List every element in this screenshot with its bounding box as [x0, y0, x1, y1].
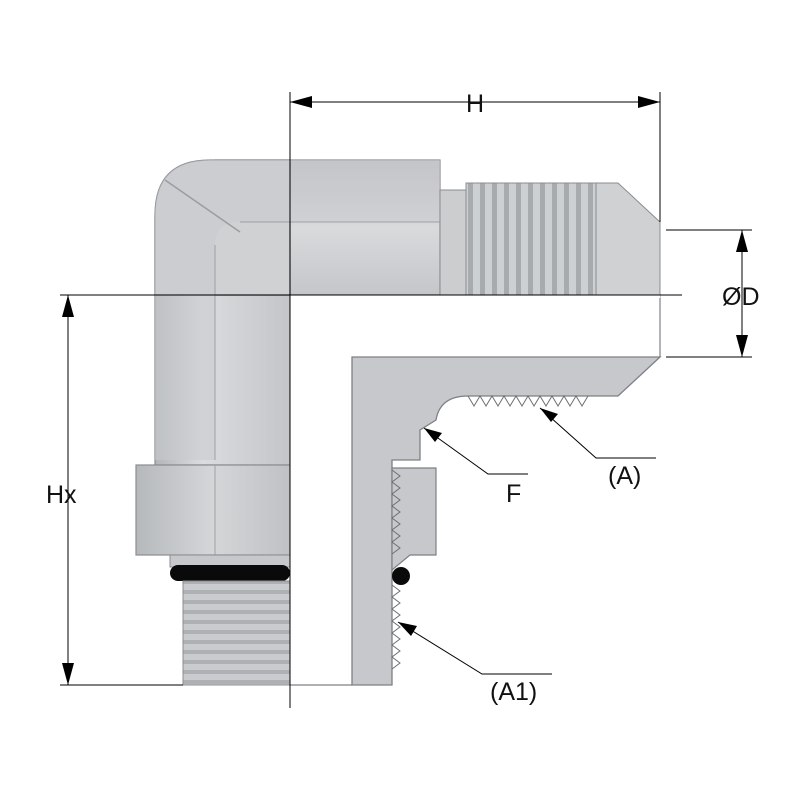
leader-f — [423, 427, 528, 475]
h-arrow-right — [638, 96, 660, 108]
arrowheads — [62, 96, 748, 685]
section-teeth-horizontal — [467, 395, 589, 407]
label-diameter: ØD — [722, 283, 760, 311]
d-arrow-bottom — [736, 335, 748, 357]
o-ring — [170, 565, 290, 581]
a-arrow — [540, 408, 558, 422]
d-arrow-top — [736, 230, 748, 252]
leader-a — [539, 407, 656, 459]
flare-thread — [465, 182, 597, 299]
h-arrow-left — [290, 96, 312, 108]
o-ring-section — [392, 567, 410, 585]
flare-collar — [439, 189, 469, 296]
hx-arrow-bottom — [62, 663, 74, 685]
flare-end — [439, 182, 661, 299]
section-wall — [351, 356, 662, 686]
label-f: F — [506, 480, 521, 508]
leader-a1 — [397, 621, 552, 675]
elbow-diagonal-edge — [164, 179, 241, 233]
label-hx: Hx — [46, 481, 77, 509]
label-a1: (A1) — [490, 678, 537, 706]
section-teeth-vertical — [391, 469, 401, 670]
elbow-bevel — [155, 160, 440, 460]
elbow-body — [154, 159, 441, 466]
a1-arrow — [398, 622, 417, 636]
label-a: (A) — [608, 462, 641, 490]
label-h: H — [466, 90, 484, 118]
dimension-lines — [60, 92, 752, 708]
port-thread — [182, 580, 291, 686]
hx-arrow-top — [62, 295, 74, 317]
section-counterbore — [391, 467, 437, 572]
section-bore-vertical — [290, 295, 352, 685]
hex-nut — [135, 464, 291, 556]
flare-cone — [595, 182, 661, 299]
cross-section — [290, 295, 662, 686]
port-end — [135, 464, 291, 686]
f-arrow — [424, 428, 442, 442]
